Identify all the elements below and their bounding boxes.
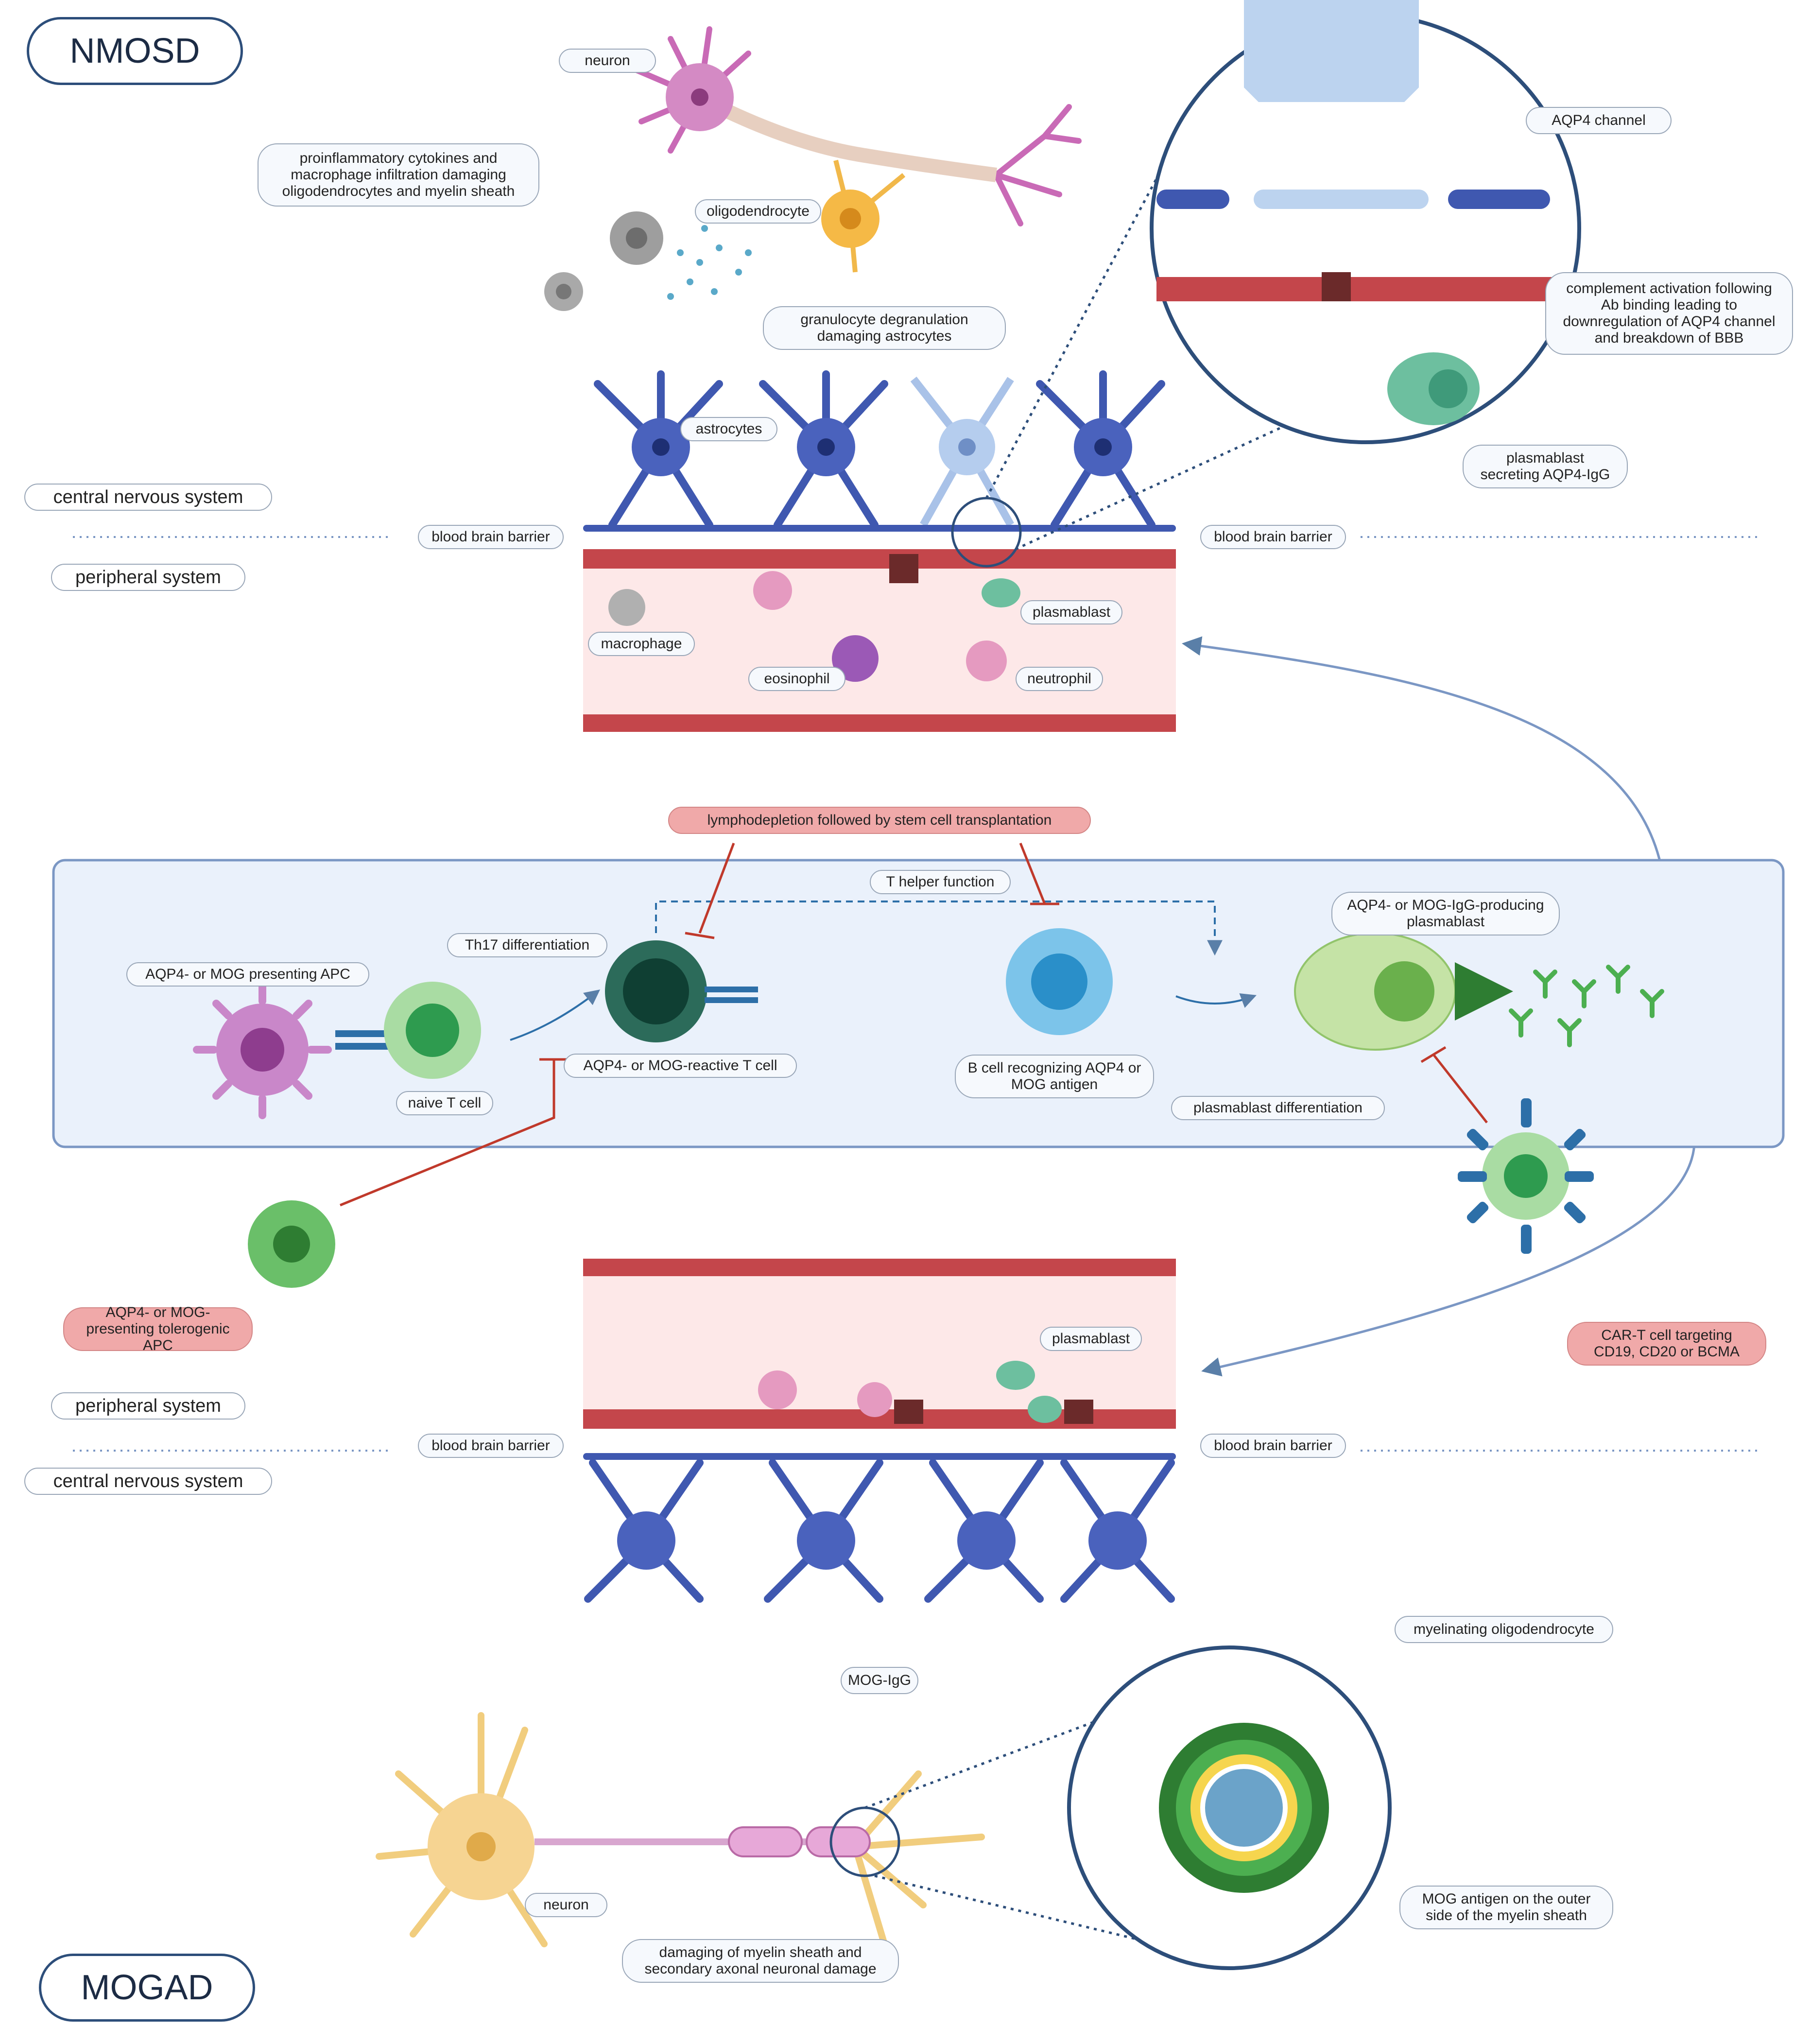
inhibit-lymphodepletion-b: [1019, 843, 1059, 905]
oligodendrocyte-illustration: [821, 159, 906, 273]
label-mog-igg: MOG-IgG: [841, 1667, 918, 1694]
label-lymphodepletion: lymphodepletion followed by stem cell tr…: [668, 807, 1091, 834]
label-plasmablast-top: plasmablast: [1020, 600, 1122, 624]
label-aqp4-channel: AQP4 channel: [1526, 107, 1672, 134]
label-plasmablast-bottom: plasmablast: [1040, 1327, 1142, 1351]
label-granulocyte: granulocyte degranulation damaging astro…: [763, 306, 1006, 350]
label-myelinating-oligo: myelinating oligodendrocyte: [1395, 1616, 1613, 1643]
label-oligodendrocyte: oligodendrocyte: [695, 199, 821, 224]
title-mogad: MOGAD: [39, 1954, 255, 2022]
neuron-bottom-illustration: [376, 1712, 985, 1947]
zoom-circle-aqp4: [985, 0, 1581, 551]
b-cell: [1006, 928, 1113, 1035]
label-igg-plasmablast: AQP4- or MOG-IgG-producing plasmablast: [1331, 892, 1560, 935]
label-bbb-bottom-left: blood brain barrier: [418, 1434, 564, 1458]
label-astrocytes: astrocytes: [680, 417, 777, 441]
label-car-t: CAR-T cell targeting CD19, CD20 or BCMA: [1567, 1322, 1766, 1366]
arrow-b-to-plasmablast: [1175, 993, 1257, 1008]
zoom-line-lower: [874, 1874, 1157, 1945]
astrocytes-top: [594, 370, 1165, 529]
reactive-t-cell: [605, 940, 758, 1042]
astrocytes-bottom: [584, 1459, 1175, 1603]
label-neuron-top: neuron: [559, 49, 656, 73]
label-t-helper: T helper function: [870, 870, 1011, 894]
astrocyte-endfeet-top: [583, 525, 1176, 532]
neuron-top-illustration: [629, 26, 1082, 226]
tolerogenic-apc-cell: [248, 1200, 335, 1288]
label-cns-bottom: central nervous system: [24, 1468, 272, 1495]
inhibit-car-t: [1420, 1046, 1488, 1124]
label-macrophage: macrophage: [588, 632, 695, 656]
label-eosinophil: eosinophil: [748, 667, 845, 691]
label-bbb-top-right: blood brain barrier: [1200, 525, 1346, 549]
arrow-naive-to-reactive: [510, 989, 601, 1041]
label-neutrophil: neutrophil: [1016, 667, 1103, 691]
label-mog-antigen: MOG antigen on the outer side of the mye…: [1399, 1886, 1613, 1929]
label-peripheral-top: peripheral system: [51, 564, 245, 591]
label-bbb-top-left: blood brain barrier: [418, 525, 564, 549]
zoom-line-upper: [864, 1719, 1099, 1809]
label-b-cell: B cell recognizing AQP4 or MOG antigen: [955, 1055, 1154, 1098]
label-cns-top: central nervous system: [24, 484, 272, 511]
zoom-circle-myelin: [1067, 1646, 1392, 1970]
inhibit-tolerogenic-apc: [340, 1058, 569, 1207]
igg-plasmablast-cell: [1294, 932, 1456, 1051]
label-apc: AQP4- or MOG presenting APC: [126, 962, 369, 987]
label-cytokines: proinflammatory cytokines and macrophage…: [258, 143, 539, 207]
label-reactive-t: AQP4- or MOG-reactive T cell: [564, 1054, 797, 1078]
astrocyte-endfeet-bottom: [583, 1453, 1176, 1460]
label-complement: complement activation following Ab bindi…: [1545, 272, 1793, 355]
label-bbb-bottom-right: blood brain barrier: [1200, 1434, 1346, 1458]
antibodies-green: [1509, 965, 1664, 1047]
label-naive-t: naive T cell: [396, 1091, 493, 1115]
apc-cell: [193, 980, 332, 1119]
label-tolerogenic-apc: AQP4- or MOG-presenting tolerogenic APC: [63, 1304, 253, 1353]
label-damaging-myelin: damaging of myelin sheath and secondary …: [622, 1939, 899, 1983]
t-helper-dashed-arrow: [655, 901, 1223, 956]
inhibit-lymphodepletion-t: [685, 843, 735, 939]
astrocyte-bodies-top: [632, 377, 1132, 527]
naive-t-cell: [384, 982, 481, 1079]
mhc-receptor: [335, 1043, 394, 1050]
label-plasmablast-diff: plasmablast differentiation: [1171, 1096, 1385, 1120]
label-neuron-bottom: neuron: [525, 1893, 607, 1917]
label-th17: Th17 differentiation: [447, 933, 607, 957]
macrophage-cluster: [544, 211, 752, 311]
car-t-cell: [1458, 1098, 1594, 1254]
label-peripheral-bottom: peripheral system: [51, 1392, 245, 1420]
title-nmosd: NMOSD: [27, 17, 243, 85]
label-plasmablast-secreting: plasmablast secreting AQP4-IgG: [1463, 445, 1628, 488]
tcr-receptor: [335, 1030, 394, 1037]
astrocyte-bodies-bottom: [617, 1511, 1147, 1570]
